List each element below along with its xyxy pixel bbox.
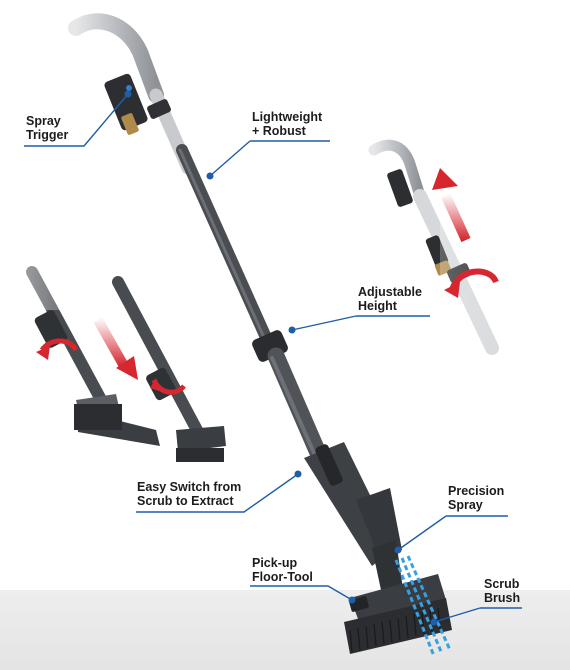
callout-pickup-floor-tool: Pick-up Floor-Tool xyxy=(252,556,313,584)
wand-handle xyxy=(68,13,164,103)
callout-lightweight-robust: Lightweight + Robust xyxy=(252,110,323,138)
callout-easy-switch: Easy Switch from Scrub to Extract xyxy=(137,480,242,508)
spray-trigger-body xyxy=(104,73,148,131)
inset-easy-switch xyxy=(0,250,226,462)
callout-adjustable-height: Adjustable Height xyxy=(358,285,422,313)
main-wand xyxy=(68,13,452,657)
leader-easy-switch xyxy=(136,473,299,513)
red-arrow-down-icon xyxy=(93,317,138,380)
leader-spray-trigger xyxy=(24,93,129,147)
leader-adjustable-height xyxy=(291,315,430,331)
inset-adjustable-height xyxy=(368,139,530,360)
leader-precision-spray xyxy=(397,515,508,551)
wand-lower-tube xyxy=(267,347,331,471)
wand-upper-tube xyxy=(176,144,274,348)
callout-scrub-brush: Scrub Brush xyxy=(484,577,521,605)
callout-spray-trigger: Spray Trigger xyxy=(26,114,69,142)
callout-precision-spray: Precision Spray xyxy=(448,484,505,512)
floor-backdrop xyxy=(0,590,570,670)
leader-pickup-floor-tool xyxy=(250,585,353,601)
red-arrow-up-icon xyxy=(432,168,471,243)
leader-scrub-brush xyxy=(433,607,522,623)
precision-spray-jet xyxy=(394,555,452,657)
leader-lightweight xyxy=(209,140,330,177)
red-rotate-arrow-icon xyxy=(444,268,499,298)
